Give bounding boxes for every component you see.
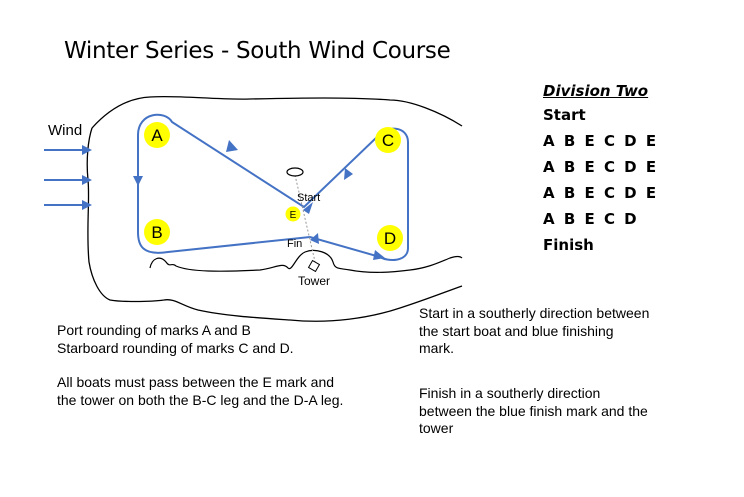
division-sequence: A B E C D — [543, 210, 639, 228]
start-note: Start in a southerly direction between t… — [419, 305, 650, 356]
course-arrow — [373, 250, 385, 260]
start-finish-line — [294, 174, 317, 267]
division-sequence: A B E C D E — [543, 132, 659, 150]
page-title: Winter Series - South Wind Course — [64, 38, 451, 64]
division-start: Start — [543, 106, 586, 124]
svg-text:E: E — [290, 210, 297, 221]
mark-b: B — [144, 219, 170, 245]
mark-a: A — [144, 122, 170, 148]
mark-d: D — [377, 225, 403, 251]
course-arrow — [133, 176, 143, 186]
course-arrow — [310, 233, 319, 244]
course-arrow — [226, 140, 238, 152]
division-sequence: A B E C D E — [543, 184, 659, 202]
svg-text:C: C — [382, 131, 394, 150]
finish-note: Finish in a southerly direction between … — [419, 385, 648, 436]
svg-text:B: B — [151, 223, 162, 242]
division-sequence: A B E C D E — [543, 158, 659, 176]
svg-text:A: A — [151, 126, 163, 145]
start-boat-icon — [286, 167, 304, 177]
harbour-outline — [149, 249, 463, 273]
mark-e: E — [285, 206, 301, 222]
division-two-panel: Division Two Start A B E C D E A B E C D… — [543, 80, 658, 258]
division-finish: Finish — [543, 236, 594, 254]
mark-c: C — [375, 127, 401, 153]
tower-icon — [307, 259, 321, 273]
start-label: Start — [297, 192, 320, 204]
svg-text:D: D — [384, 229, 396, 248]
fin-label: Fin — [287, 238, 302, 250]
pass-between-note: All boats must pass between the E mark a… — [57, 374, 344, 408]
wind-label: Wind — [48, 122, 82, 139]
rounding-note: Port rounding of marks A and B Starboard… — [57, 322, 294, 356]
division-heading: Division Two — [543, 82, 649, 100]
tower-label: Tower — [298, 274, 330, 288]
shoreline — [86, 95, 463, 322]
course-arrow — [344, 168, 353, 180]
course-arrow — [303, 202, 313, 214]
course-line — [137, 113, 409, 262]
